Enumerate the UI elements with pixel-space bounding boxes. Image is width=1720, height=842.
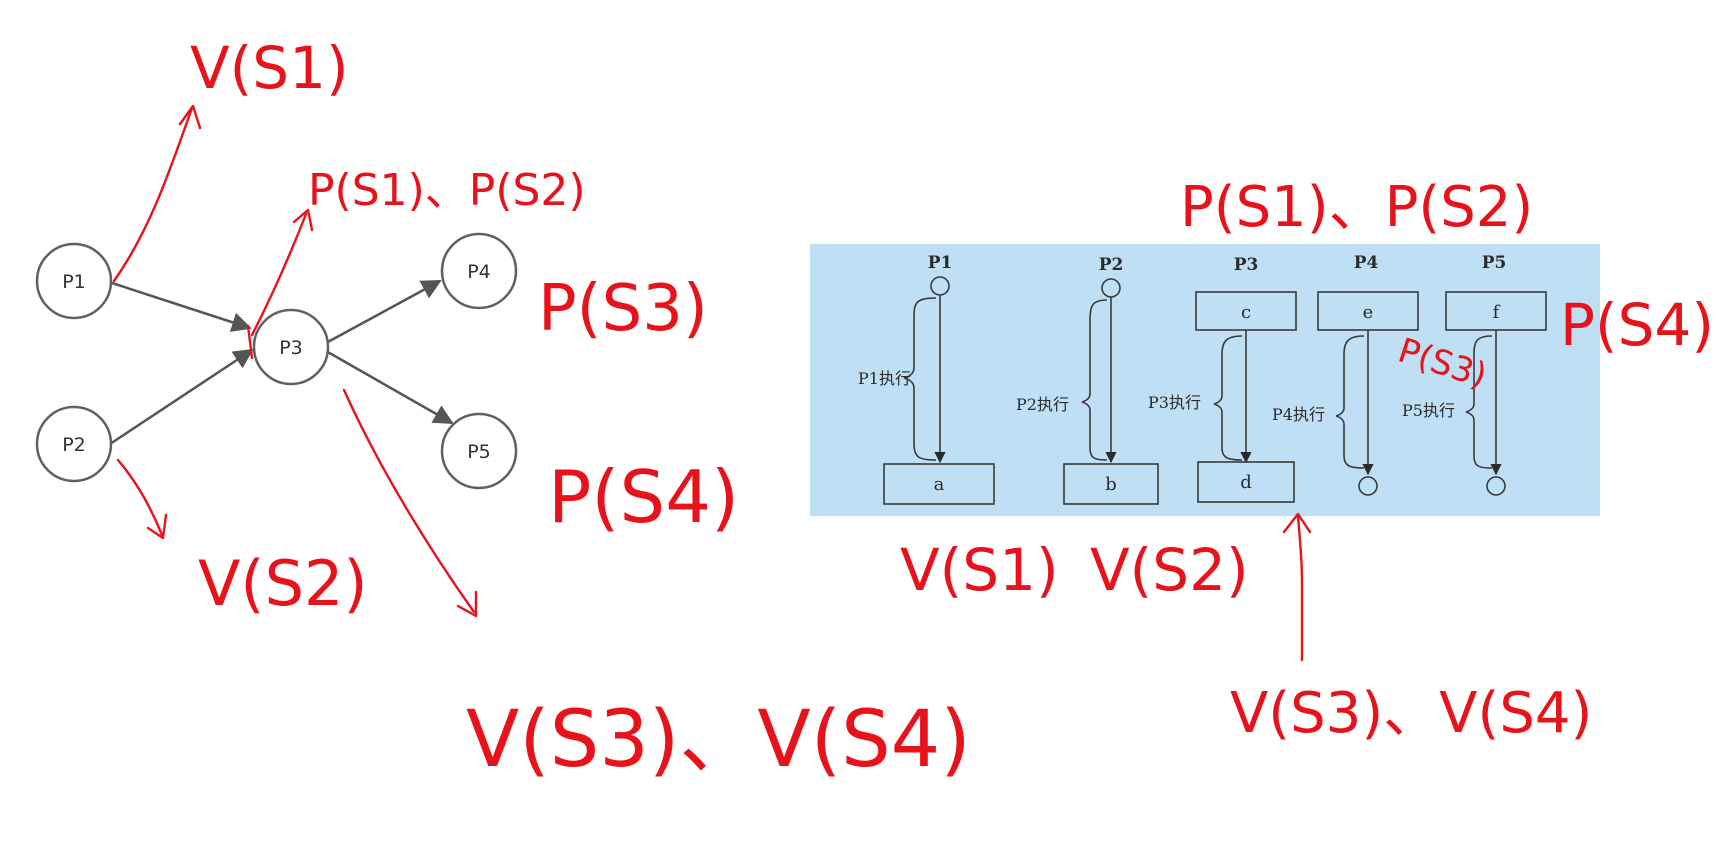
figure-p5-exec-label: P5执行 (1402, 401, 1455, 420)
figure-p2-exec-label: P2执行 (1016, 395, 1069, 414)
figure-box-f-label: f (1493, 302, 1501, 323)
node-p2: P2 (35, 405, 113, 483)
ink-arrowhead-d-up (1282, 512, 1312, 534)
figure-p4-brace (1335, 335, 1365, 469)
node-p3-label: P3 (279, 337, 303, 359)
node-p5: P5 (440, 412, 518, 490)
figure-p3-label: P3 (1234, 255, 1259, 275)
node-p4-label: P4 (467, 261, 491, 283)
edge-p1-p3 (111, 281, 252, 332)
precedence-graph: P1 P2 P3 P4 P5 (35, 232, 518, 490)
figure-box-b (1063, 463, 1159, 505)
figure-box-a-label: a (934, 474, 945, 495)
figure-p3-exec-label: P3执行 (1148, 393, 1201, 412)
figure-p1-exec-label: P1执行 (858, 369, 911, 388)
ink-arrow-p3-up (250, 212, 308, 337)
note-figure-b: V(S2) (1090, 536, 1249, 604)
ink-arrowhead-p2-down (146, 513, 168, 540)
figure-column-p5: P5 f P5执行 (1402, 253, 1547, 496)
figure-p2-start-circle (1101, 278, 1121, 298)
note-figure-p5: P(S4) (1560, 291, 1714, 359)
note-p4-p-s3: P(S3) (538, 272, 708, 346)
ink-arrow-d-up (1296, 514, 1304, 662)
figure-p2-brace (1081, 299, 1108, 461)
edge-p3-p4 (325, 279, 442, 345)
execution-figure: P1 P1执行 a P2 P2执行 b P3 c P3执行 (810, 244, 1600, 516)
figure-column-p1: P1 P1执行 a (858, 253, 995, 505)
edge-p2-p3 (109, 348, 254, 446)
figure-p5-end-circle (1486, 476, 1506, 496)
ink-arrowhead-p3-down (456, 590, 478, 618)
node-p1-label: P1 (62, 271, 86, 293)
graph-annotations: V(S1) P(S1)、P(S2) P(S3) P(S4) V(S2) V(S3… (112, 34, 971, 785)
ink-arrowhead-p3-up (292, 208, 314, 232)
node-p4: P4 (440, 232, 518, 310)
figure-p1-label: P1 (928, 253, 953, 273)
note-p2-v-s2: V(S2) (198, 547, 368, 620)
figure-box-d (1197, 461, 1295, 503)
figure-p4-label: P4 (1354, 253, 1379, 273)
node-p3: P3 (252, 308, 330, 386)
note-p5-p-s4: P(S4) (548, 455, 739, 539)
note-p1-v-s1: V(S1) (190, 34, 349, 102)
note-p3-p-s1-s2: P(S1)、P(S2) (308, 165, 586, 216)
figure-box-a (883, 463, 995, 505)
ink-arrow-p1-up (112, 106, 194, 283)
figure-box-d-label: d (1240, 472, 1252, 493)
ink-arrow-p2-down (116, 458, 164, 537)
ink-arrow-p3-down (342, 388, 476, 614)
figure-p5-brace (1465, 335, 1493, 469)
node-p1: P1 (35, 242, 113, 320)
figure-p4-end-circle (1358, 476, 1378, 496)
figure-p3-brace (1213, 335, 1243, 461)
ink-arrowhead-p1-up (178, 104, 202, 130)
ink-mark-p3-in (246, 324, 254, 360)
figure-box-c-label: c (1241, 302, 1251, 323)
note-figure-top: P(S1)、P(S2) (1180, 175, 1533, 240)
note-figure-a: V(S1) (900, 536, 1059, 604)
figure-p5-label: P5 (1482, 253, 1507, 273)
figure-box-b-label: b (1105, 474, 1117, 495)
figure-column-p4: P4 e P4执行 (1272, 253, 1419, 496)
figure-p4-exec-label: P4执行 (1272, 405, 1325, 424)
figure-p1-start-circle (930, 276, 950, 296)
node-p5-label: P5 (467, 441, 491, 463)
figure-box-e (1317, 291, 1419, 331)
edge-p3-p5 (325, 349, 454, 425)
note-p3-v-s3-s4: V(S3)、V(S4) (466, 695, 971, 785)
figure-p2-label: P2 (1099, 255, 1124, 275)
note-figure-d: V(S3)、V(S4) (1230, 681, 1592, 746)
figure-box-e-label: e (1363, 302, 1374, 323)
figure-column-p3: P3 c P3执行 d (1148, 255, 1297, 503)
figure-p1-brace (903, 297, 937, 461)
figure-column-p2: P2 P2执行 b (1016, 255, 1159, 505)
node-p2-label: P2 (62, 434, 86, 456)
